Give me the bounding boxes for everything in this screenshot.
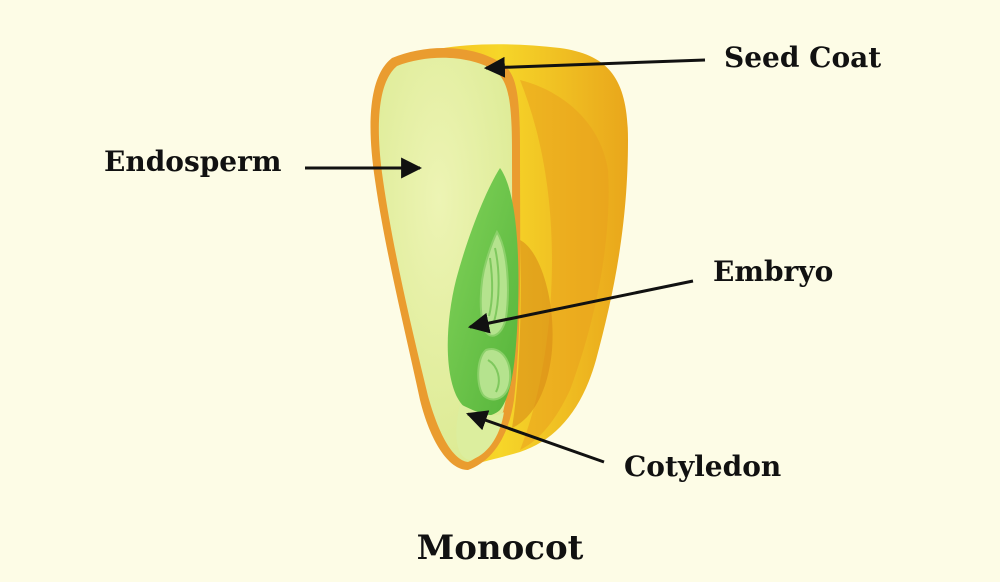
seed-coat-inner-cavity <box>512 240 553 428</box>
seed-coat-arrow <box>483 56 706 78</box>
cotyledon-arrow <box>466 410 605 464</box>
seed-coat-label: Seed Coat <box>724 41 882 74</box>
diagram-caption: Monocot <box>416 528 584 568</box>
embryo-label: Embryo <box>713 255 834 288</box>
endosperm-label: Endosperm <box>104 145 282 178</box>
embryo-plumule-line-1 <box>493 247 500 323</box>
embryo-plumule-line-2 <box>488 257 494 317</box>
seed-coat-shadow <box>520 80 609 450</box>
cotyledon-label: Cotyledon <box>624 450 782 483</box>
embryo-radicle-line <box>487 359 500 393</box>
embryo-arrow <box>467 279 694 334</box>
embryo-radicle <box>477 348 512 401</box>
